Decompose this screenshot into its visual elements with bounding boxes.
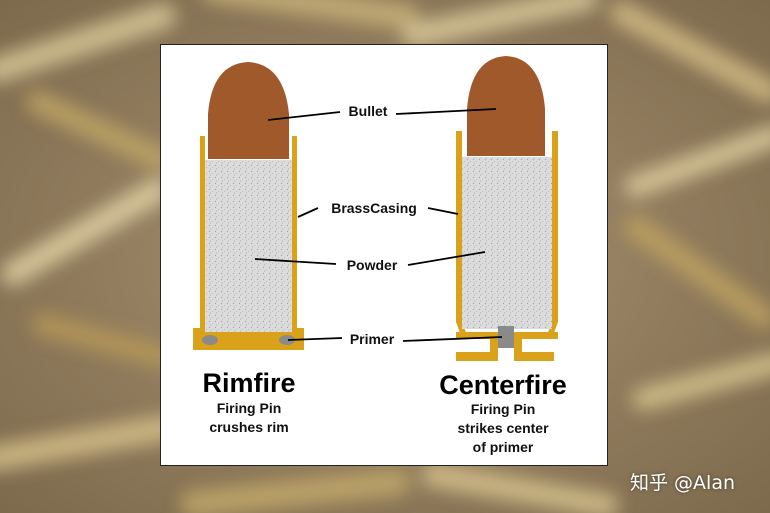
centerfire-desc-line2: strikes center — [457, 420, 549, 436]
rimfire-primer-left — [202, 335, 218, 345]
label-powder: Powder — [347, 257, 398, 273]
label-primer: Primer — [350, 331, 395, 347]
leader-powder-right — [407, 251, 486, 266]
label-bullet: Bullet — [349, 103, 388, 119]
rimfire-powder — [205, 160, 292, 332]
centerfire-bullet — [467, 56, 545, 156]
centerfire-primer — [498, 326, 514, 348]
leader-primer-left — [287, 337, 343, 341]
centerfire-title: Centerfire — [439, 370, 567, 400]
cartridge-diagram: Bullet BrassCasing Powder Primer Rimfire… — [193, 56, 567, 455]
leader-bullet-left — [267, 111, 341, 121]
rimfire-desc-line1: Firing Pin — [217, 400, 282, 416]
watermark-text: 知乎 @Alan — [630, 472, 736, 494]
leader-casing-left — [297, 207, 319, 218]
centerfire-powder — [462, 157, 552, 329]
centerfire-pocket-right — [514, 339, 522, 361]
rimfire-bullet — [208, 62, 289, 159]
rimfire-primer-right — [279, 335, 295, 345]
centerfire-desc-line3: of primer — [473, 439, 534, 455]
centerfire-rim-left — [456, 352, 494, 361]
leader-powder-left — [254, 258, 337, 265]
leader-lines — [254, 108, 503, 342]
leader-primer-right — [402, 336, 503, 342]
label-brass-casing: BrassCasing — [331, 200, 417, 216]
rimfire-title: Rimfire — [202, 368, 295, 398]
centerfire-cartridge — [456, 56, 558, 361]
rimfire-brass-casing — [193, 136, 304, 350]
centerfire-pocket-left — [490, 339, 498, 361]
centerfire-desc-line1: Firing Pin — [471, 401, 536, 417]
rimfire-cartridge — [193, 62, 304, 350]
rimfire-desc-line2: crushes rim — [209, 419, 288, 435]
centerfire-rim-right — [518, 352, 554, 361]
leader-bullet-right — [395, 108, 497, 115]
leader-casing-right — [427, 207, 459, 215]
